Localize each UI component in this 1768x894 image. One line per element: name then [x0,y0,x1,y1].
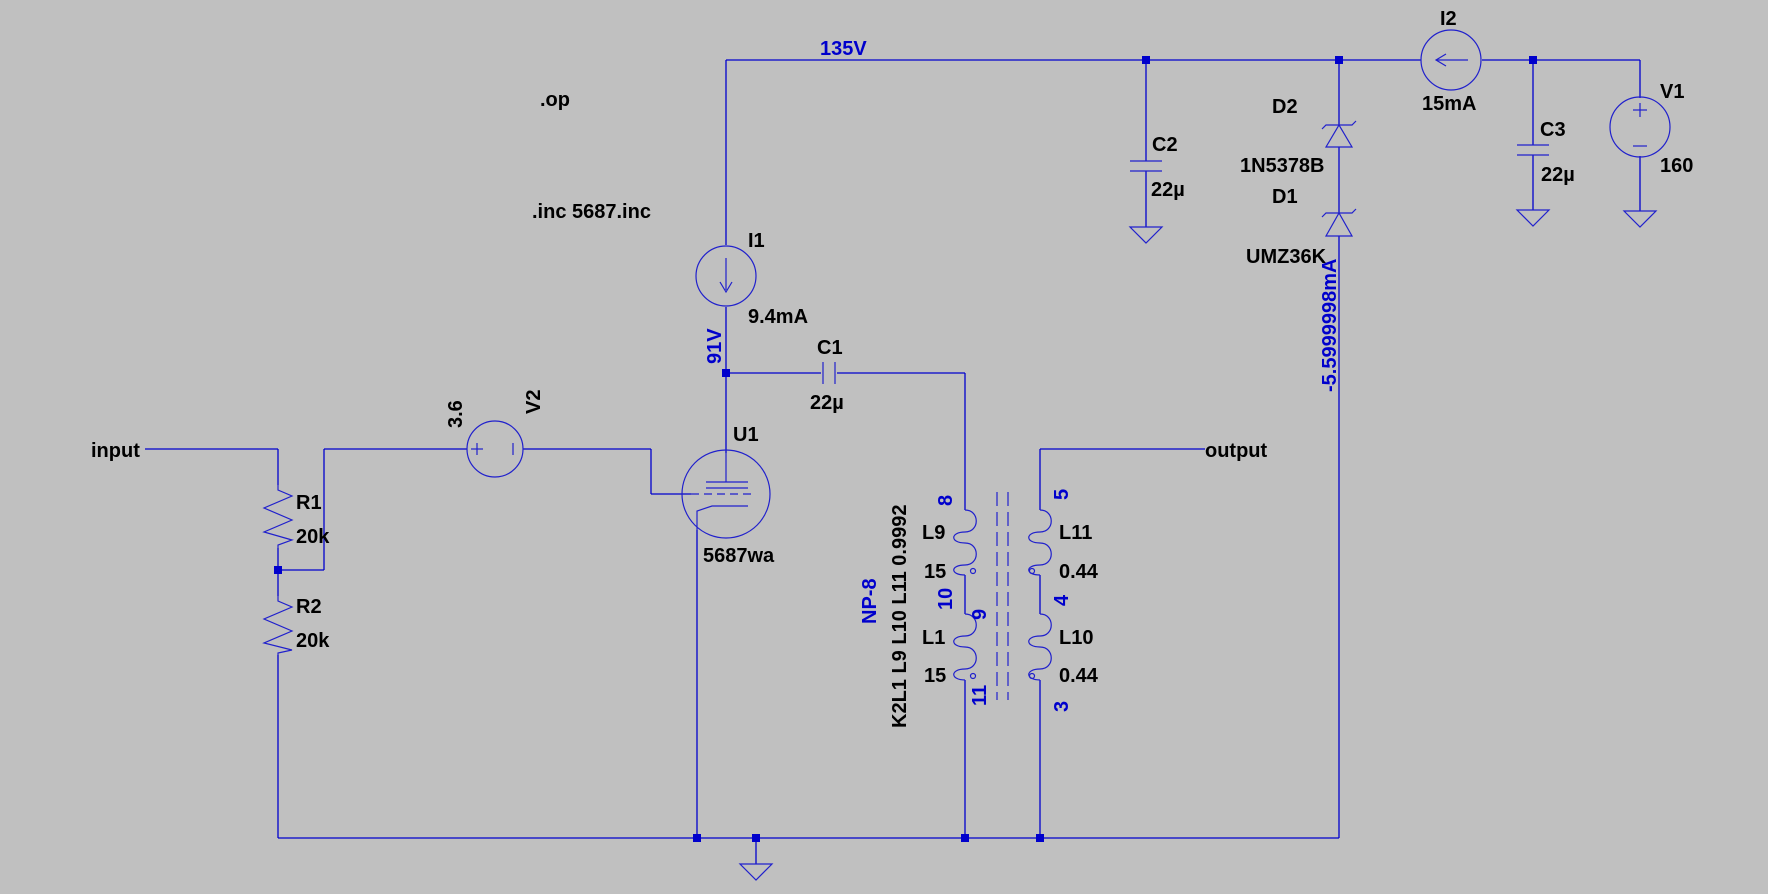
i2-name: I2 [1440,8,1457,30]
current-source-i2[interactable] [1420,29,1482,91]
wires [145,59,1641,864]
junction [752,834,760,842]
voltage-source-v2[interactable] [466,420,524,478]
c1-name: C1 [817,337,843,359]
transformer-core [996,492,1009,700]
v1-value: 160 [1660,155,1693,177]
l1-name: L1 [922,627,945,649]
output-label[interactable]: output [1205,440,1268,462]
diode-current-label: -5.5999998mA [1319,259,1341,392]
junction [961,834,969,842]
c1-value: 22µ [810,392,844,414]
d2-name: D2 [1272,96,1298,118]
l9-value: 15 [924,561,946,583]
d1-value: UMZ36K [1246,246,1327,268]
pin-label: 11 [969,685,991,706]
l1-value: 15 [924,665,946,687]
v2-value: 3.6 [445,400,467,428]
junction [1036,834,1044,842]
triode-tube-u1[interactable] [681,449,771,539]
junction [693,834,701,842]
pin-label: 10 [935,588,957,610]
junction [1335,56,1343,64]
capacitor-c3[interactable] [1517,144,1549,156]
resistor-r1[interactable] [262,485,294,548]
v1-name: V1 [1660,81,1684,103]
junction [1529,56,1537,64]
u1-name: U1 [733,424,759,446]
pin-label: 3 [1051,701,1073,712]
c3-value: 22µ [1541,164,1575,186]
c2-value: 22µ [1151,179,1185,201]
junction [274,566,282,574]
inductor-l10[interactable] [1028,613,1052,681]
directive-op[interactable]: .op [540,89,570,111]
transformer-part-label: NP-8 [859,578,881,624]
v2-name: V2 [523,390,545,414]
inductor-l9[interactable] [953,509,977,576]
i2-value: 15mA [1422,93,1476,115]
ground-symbols [738,209,1658,881]
pin-label: 8 [935,495,957,506]
l9-name: L9 [922,522,945,544]
l10-value: 0.44 [1059,665,1099,687]
directive-inc[interactable]: .inc 5687.inc [532,201,651,223]
d2-value: 1N5378B [1240,155,1325,177]
voltage-source-v1[interactable] [1609,96,1671,158]
r2-name: R2 [296,596,322,618]
r1-value: 20k [296,526,330,548]
u1-value: 5687wa [703,545,775,567]
l10-name: L10 [1059,627,1093,649]
c2-name: C2 [1152,134,1178,156]
junctions [274,56,1537,842]
input-label[interactable]: input [91,440,140,462]
i1-name: I1 [748,230,765,252]
junction [722,369,730,377]
capacitor-c2[interactable] [1130,160,1162,172]
pin-label: 4 [1051,594,1073,606]
ground-icon [1515,209,1551,227]
r1-name: R1 [296,492,322,514]
l11-name: L11 [1059,522,1092,544]
c3-name: C3 [1540,119,1566,141]
current-source-i1[interactable] [695,245,757,307]
net-label-135v: 135V [820,38,867,60]
ground-icon [1128,226,1164,244]
inductor-l11[interactable] [1028,509,1052,576]
capacitor-c1[interactable] [822,362,836,384]
pin-label: 9 [969,609,991,620]
i1-value: 9.4mA [748,306,808,328]
zener-diode-d1[interactable] [1321,208,1357,237]
ground-icon [738,863,774,881]
zener-diode-d2[interactable] [1321,120,1357,148]
inductor-l1[interactable] [953,613,977,681]
net-label-91v: 91V [704,328,726,364]
junction [1142,56,1150,64]
pin-label: 5 [1051,489,1073,500]
resistor-r2[interactable] [262,596,294,655]
r2-value: 20k [296,630,330,652]
ground-icon [1622,210,1658,228]
coupling-directive[interactable]: K2L1 L9 L10 L11 0.9992 [889,505,911,728]
d1-name: D1 [1272,186,1298,208]
l11-value: 0.44 [1059,561,1099,583]
